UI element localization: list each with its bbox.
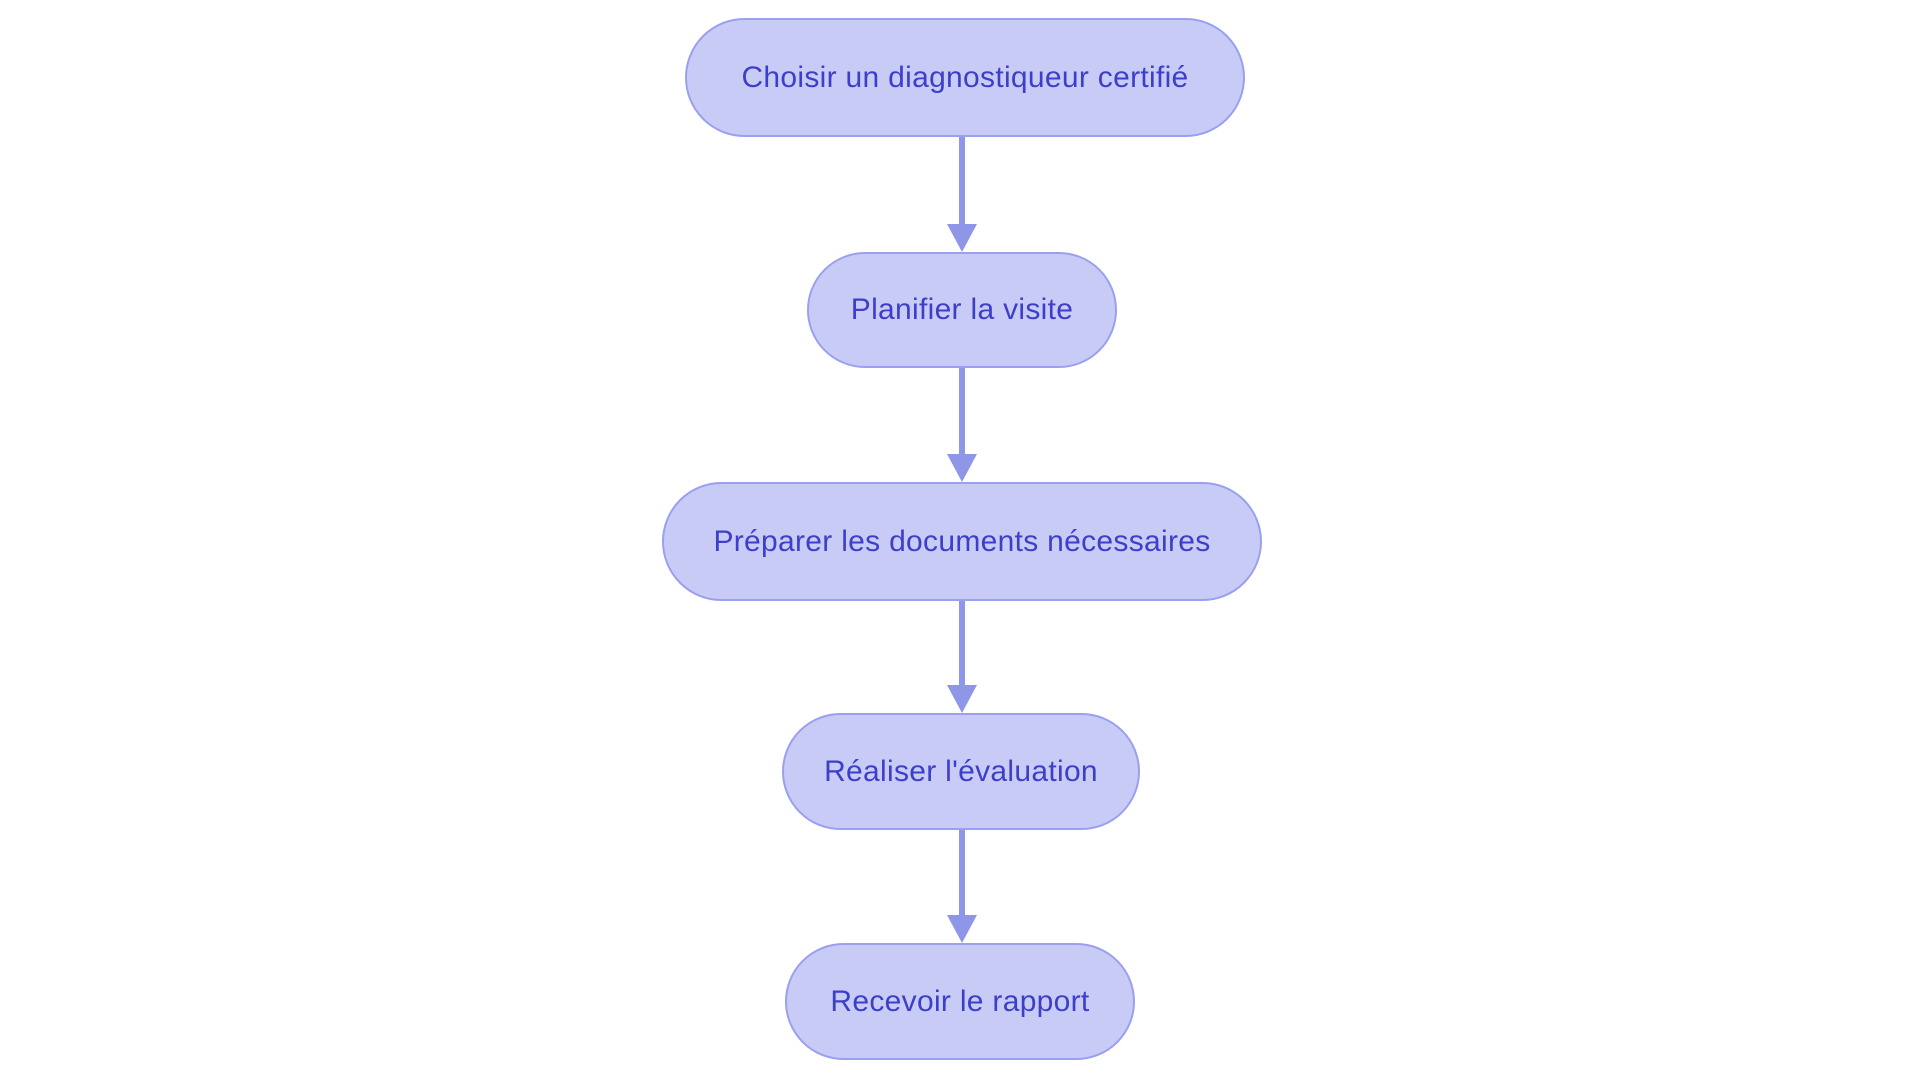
flow-node-preparer-documents: Préparer les documents nécessaires: [662, 482, 1262, 601]
flow-node-label: Réaliser l'évaluation: [824, 754, 1098, 788]
arrow-down-icon: [947, 915, 977, 943]
flow-node-label: Choisir un diagnostiqueur certifié: [741, 60, 1189, 94]
flow-node-choisir-diagnostiqueur: Choisir un diagnostiqueur certifié: [685, 18, 1245, 137]
arrow-down-icon: [947, 685, 977, 713]
flow-arrow-2: [947, 368, 977, 482]
flow-arrow-3: [947, 601, 977, 713]
flow-arrow-4: [947, 830, 977, 943]
flow-node-label: Préparer les documents nécessaires: [713, 524, 1211, 558]
flow-node-recevoir-rapport: Recevoir le rapport: [785, 943, 1135, 1060]
arrow-line: [959, 137, 965, 224]
arrow-line: [959, 601, 965, 685]
arrow-down-icon: [947, 454, 977, 482]
flow-arrow-1: [947, 137, 977, 252]
flow-node-label: Recevoir le rapport: [830, 984, 1090, 1018]
flow-node-planifier-visite: Planifier la visite: [807, 252, 1117, 368]
flow-node-realiser-evaluation: Réaliser l'évaluation: [782, 713, 1140, 830]
arrow-down-icon: [947, 224, 977, 252]
flow-node-label: Planifier la visite: [850, 293, 1074, 326]
arrow-line: [959, 830, 965, 915]
arrow-line: [959, 368, 965, 454]
